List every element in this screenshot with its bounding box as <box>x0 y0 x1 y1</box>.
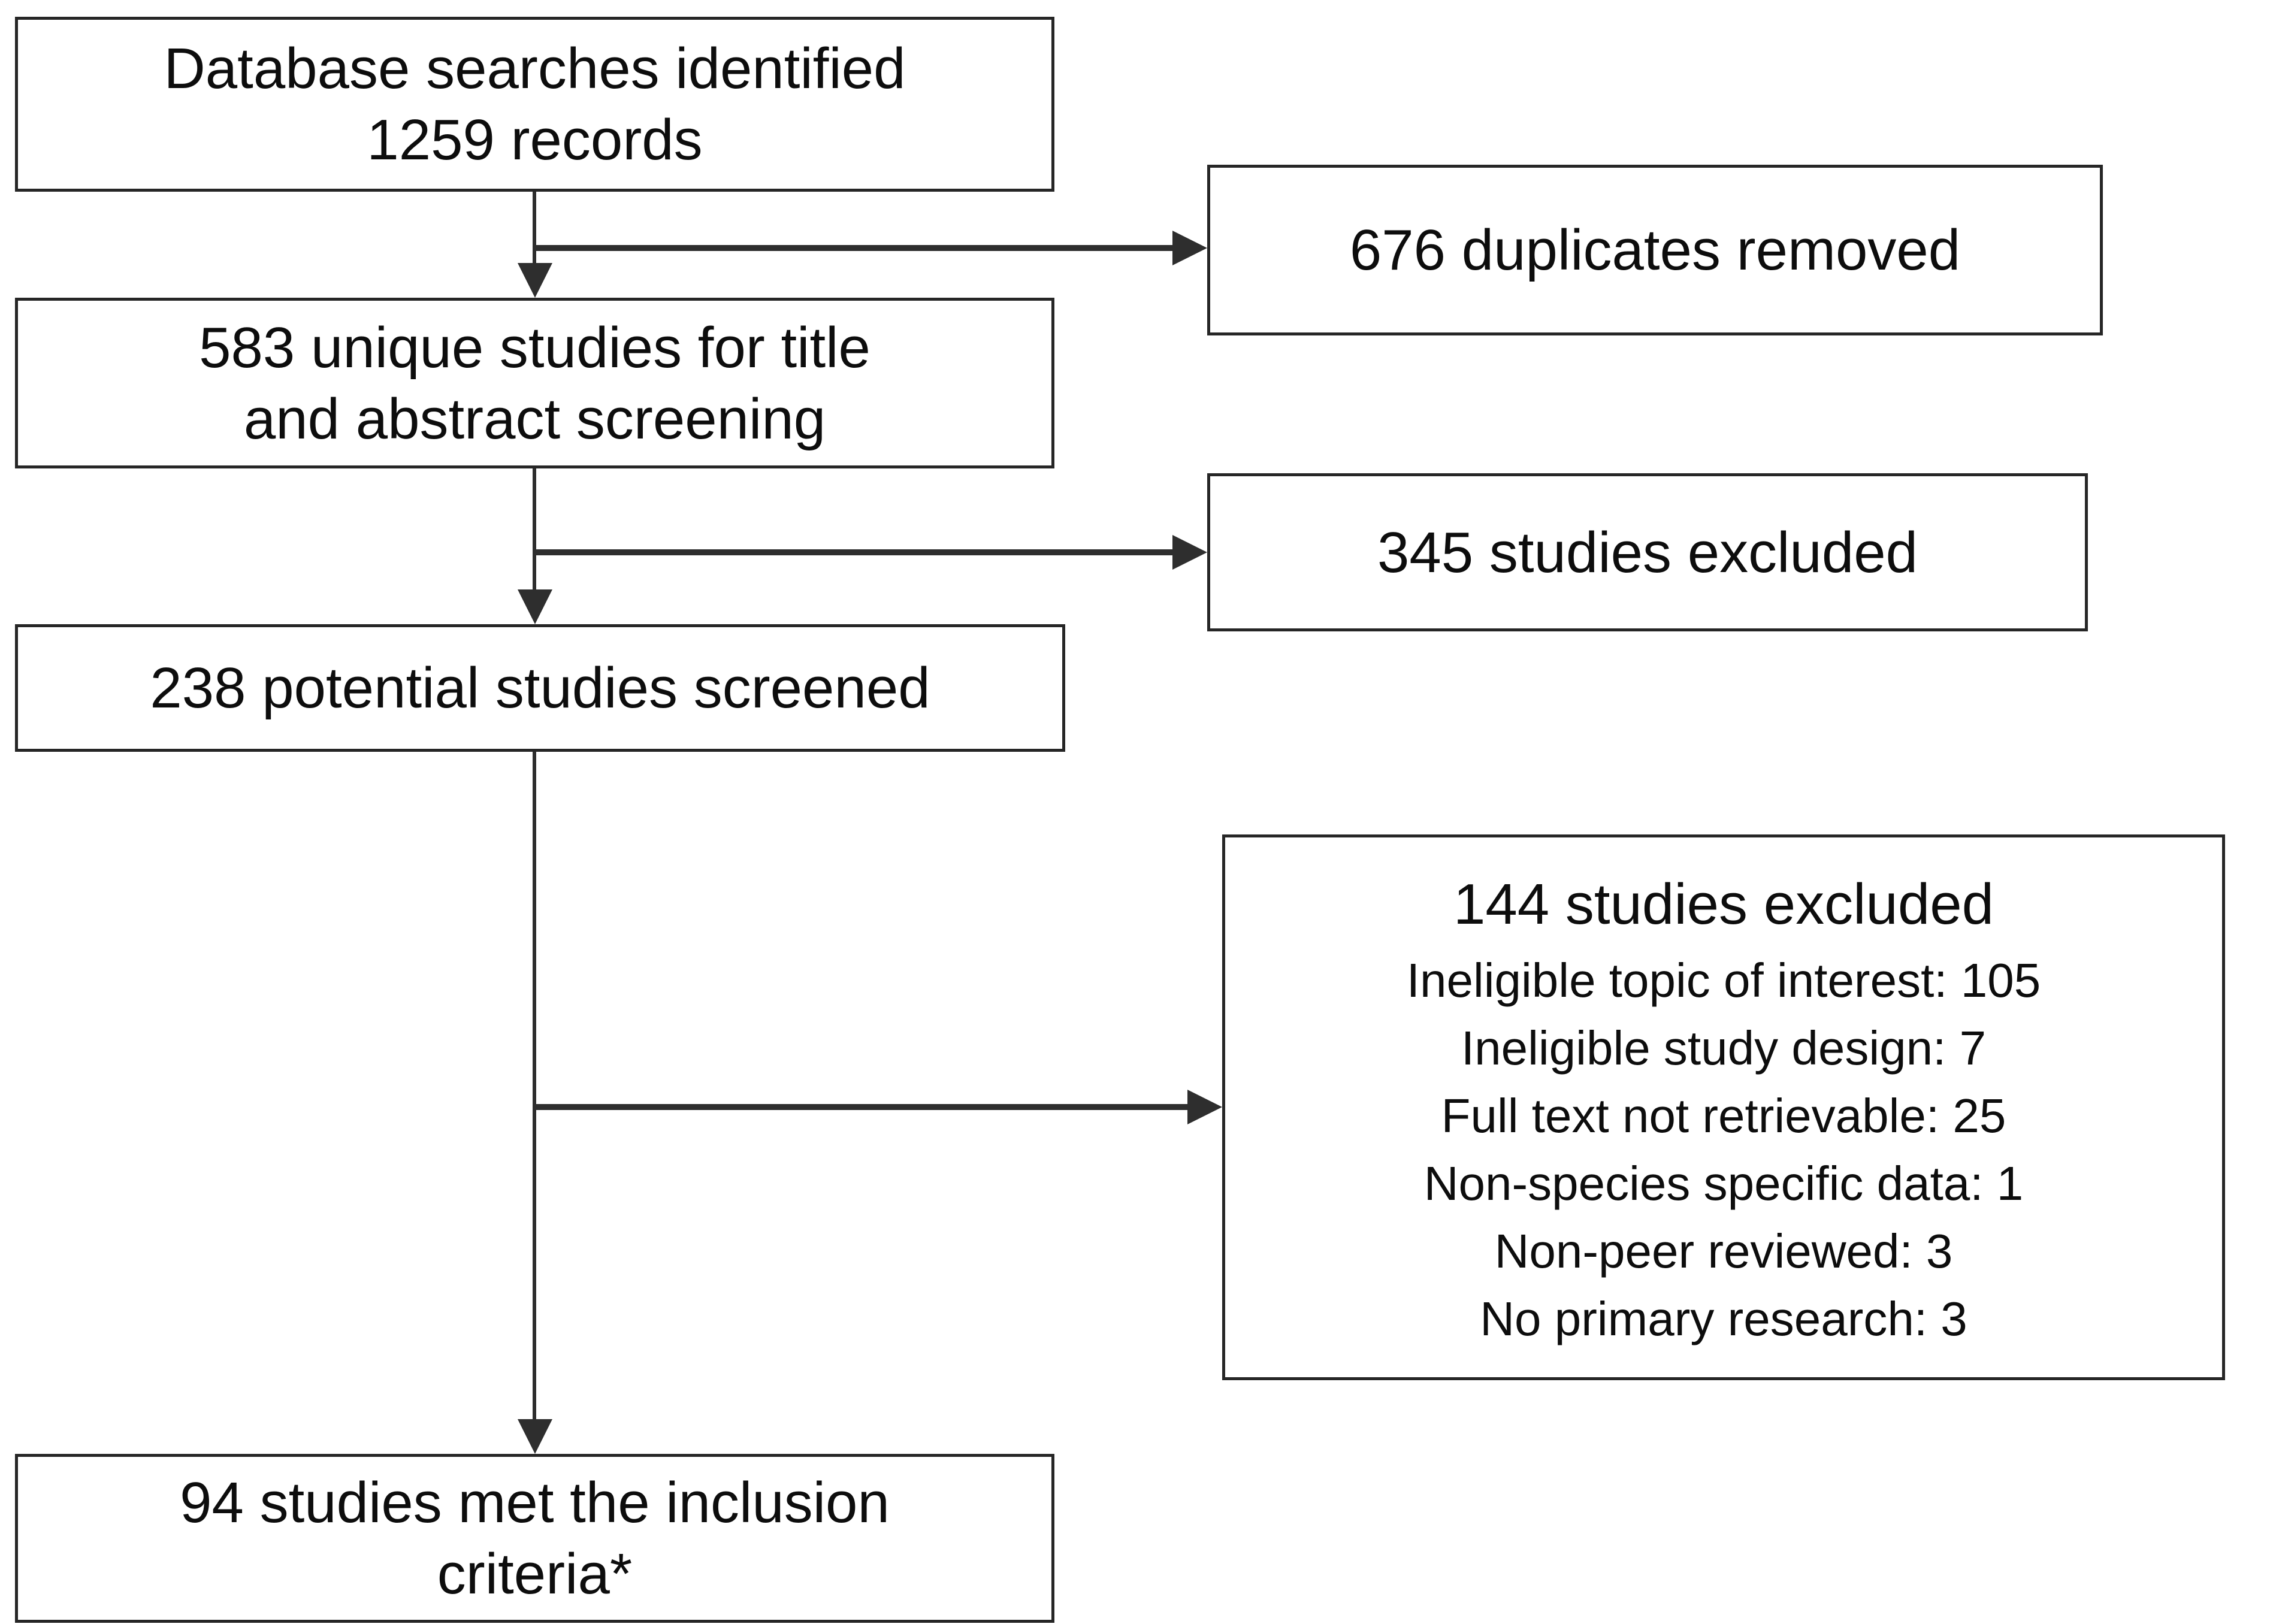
exclusion-reason-species: Non-species specific data: 1 <box>1423 1156 2024 1210</box>
arrowhead-down-icon <box>518 589 552 624</box>
connector-branch-to-duplicates <box>534 245 1175 251</box>
arrowhead-right-icon <box>1172 535 1207 570</box>
arrowhead-right-icon <box>1187 1090 1222 1124</box>
connector-identified-to-screening <box>533 192 536 263</box>
connector-branch-to-excluded-screening <box>534 549 1175 555</box>
arrowhead-down-icon <box>518 1419 552 1454</box>
box-studies-excluded-fulltext: 144 studies excluded Ineligible topic of… <box>1222 834 2225 1380</box>
connector-screening-to-screened <box>533 468 536 589</box>
exclusion-reason-fulltext: Full text not retrievable: 25 <box>1441 1088 2006 1142</box>
arrowhead-right-icon <box>1172 231 1207 265</box>
box-studies-included: 94 studies met the inclusion criteria* <box>15 1454 1054 1623</box>
connector-branch-to-excluded-fulltext <box>534 1104 1189 1110</box>
exclusion-reason-peer-review: Non-peer reviewed: 3 <box>1494 1224 1953 1278</box>
box-studies-excluded-screening: 345 studies excluded <box>1207 473 2088 631</box>
studies-excluded-screening-text: 345 studies excluded <box>1377 520 1918 585</box>
records-identified-line2: 1259 records <box>367 108 703 172</box>
records-identified-line1: Database searches identified <box>164 37 906 101</box>
exclusion-reason-primary-research: No primary research: 3 <box>1480 1292 1967 1345</box>
title-abstract-line2: and abstract screening <box>243 386 826 451</box>
studies-included-line1: 94 studies met the inclusion <box>180 1471 890 1535</box>
duplicates-removed-text: 676 duplicates removed <box>1349 218 1961 282</box>
exclusion-reason-topic: Ineligible topic of interest: 105 <box>1406 953 2041 1007</box>
connector-screened-to-included <box>533 752 536 1419</box>
box-title-abstract-screening: 583 unique studies for title and abstrac… <box>15 298 1054 468</box>
box-records-identified: Database searches identified 1259 record… <box>15 17 1054 192</box>
exclusion-reason-design: Ineligible study design: 7 <box>1461 1021 1987 1075</box>
title-abstract-line1: 583 unique studies for title <box>199 315 870 380</box>
studies-included-line2: criteria* <box>437 1542 633 1606</box>
potential-studies-screened-text: 238 potential studies screened <box>150 656 930 720</box>
arrowhead-down-icon <box>518 263 552 298</box>
fulltext-excluded-title: 144 studies excluded <box>1453 872 1994 936</box>
box-potential-studies-screened: 238 potential studies screened <box>15 624 1065 752</box>
box-duplicates-removed: 676 duplicates removed <box>1207 165 2103 335</box>
